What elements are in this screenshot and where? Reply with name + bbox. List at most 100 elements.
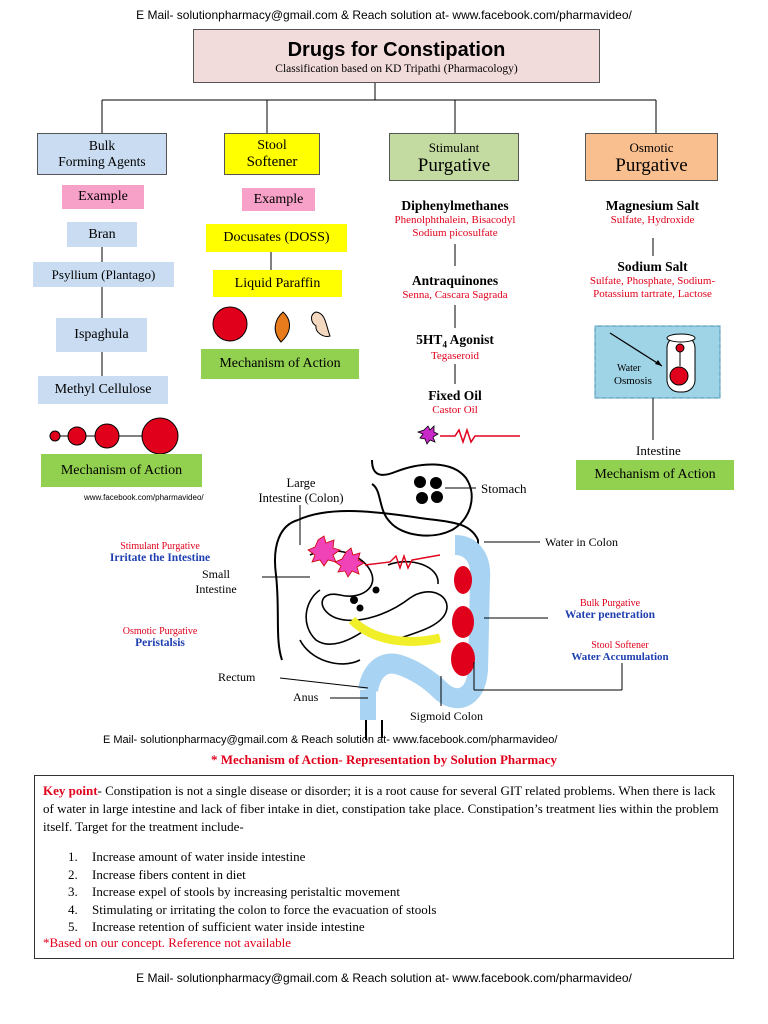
bulk-annotation: Bulk Purgative Water penetration (540, 598, 680, 621)
list-item-text: Increase expel of stools by increasing p… (92, 884, 400, 899)
list-item: 2. Increase fibers content in diet (68, 866, 436, 884)
watermark-url: www.facebook.com/pharmavideo/ (84, 493, 204, 502)
osmotic-mechanism-button: Mechanism of Action (576, 460, 734, 490)
osmosis-water-label: Water (617, 363, 641, 374)
key-point-list: 1. Increase amount of water inside intest… (68, 848, 436, 936)
stimulant-group-detail: Sodium picosulfate (412, 227, 498, 239)
key-point-box: Key point- Constipation is not a single … (34, 775, 734, 959)
osmotic-annotation: Osmotic Purgative Peristalsis (80, 626, 240, 649)
anus-label: Anus (293, 690, 319, 704)
list-item-text: Increase fibers content in diet (92, 866, 246, 882)
page-subtitle: Classification based on KD Tripathi (Pha… (275, 63, 518, 75)
stimulant-5ht-main: 5HT (416, 332, 443, 347)
stool-mechanism-button: Mechanism of Action (201, 349, 359, 379)
list-item: 1. Increase amount of water inside intest… (68, 848, 436, 866)
stimulant-group-name: Antraquinones (411, 273, 499, 288)
title-box: Drugs for Constipation Classification ba… (193, 29, 600, 83)
tree-connectors (101, 83, 657, 384)
small-intestine-line1: Small (201, 567, 230, 581)
category-stool-line1: Stool (257, 138, 287, 153)
stool-item-liquid-paraffin: Liquid Paraffin (213, 270, 342, 297)
moa-caption: * Mechanism of Action- Representation by… (210, 752, 558, 767)
stimulant-5ht-sub: 4 (442, 339, 447, 350)
anatomy-leaders (262, 487, 623, 706)
category-osmotic-line2: Purgative (615, 155, 688, 176)
stimulant-group-name: Diphenylmethanes (401, 198, 509, 213)
bulk-fiber-circles (49, 417, 179, 455)
stimulant-annotation-desc: Irritate the Intestine (109, 552, 211, 564)
stool-example-label: Example (242, 188, 315, 211)
list-item-number: 1. (68, 849, 78, 864)
category-stimulant-line1: Stimulant (428, 140, 480, 155)
footer-email-line: E Mail- solutionpharmacy@gmail.com & Rea… (136, 971, 632, 985)
category-bulk-forming: Bulk Forming Agents (37, 133, 167, 175)
list-item: 4. Stimulating or irritating the colon to… (68, 901, 436, 919)
stimulant-annotation: Stimulant Purgative Irritate the Intesti… (80, 541, 240, 564)
bulk-item-methyl-cellulose: Methyl Cellulose (38, 376, 168, 404)
key-point-paragraph: Key point- Constipation is not a single … (43, 782, 727, 836)
page-title: Drugs for Constipation (287, 39, 506, 61)
list-item-text: Increase retention of sufficient water i… (92, 919, 365, 934)
osmotic-group-detail: Sulfate, Hydroxide (610, 214, 695, 226)
large-intestine-line2: Intestine (Colon) (258, 491, 344, 505)
osmosis-label: Osmosis (614, 375, 652, 387)
list-item-number: 2. (68, 866, 78, 882)
stimulant-group-name: 5HT4 Agonist (360, 332, 550, 350)
stimulant-group-detail: Castor Oil (432, 404, 478, 416)
stimulant-group-detail: Tegaseroid (430, 349, 480, 362)
anatomy-drawing (274, 459, 491, 740)
bulk-item-bran: Bran (67, 222, 137, 247)
category-osmotic-purgative: Osmotic Purgative (585, 133, 718, 181)
stimulant-group-antraquinones: Antraquinones Senna, Cascara Sagrada (360, 273, 550, 302)
osmotic-group-detail: Sulfate, Phosphate, Sodium- (589, 275, 716, 287)
stimulant-annotation-title: Stimulant Purgative (120, 541, 200, 552)
anatomy-email-line: E Mail- solutionpharmacy@gmail.com & Rea… (103, 734, 558, 746)
softener-annotation-title: Stool Softener (591, 640, 649, 651)
small-intestine-line2: Intestine (195, 582, 237, 596)
stomach-label: Stomach (481, 481, 527, 496)
header-email-line: E Mail- solutionpharmacy@gmail.com & Rea… (136, 8, 632, 22)
key-point-label: Key point (43, 783, 98, 798)
bulk-item-psyllium: Psyllium (Plantago) (33, 262, 174, 287)
category-osmotic-line1: Osmotic (629, 140, 674, 155)
osmotic-group-detail: Potassium tartrate, Lactose (593, 288, 712, 300)
bulk-annotation-title: Bulk Purgative (579, 598, 641, 609)
osmosis-picture (594, 325, 721, 440)
osmotic-annotation-title: Osmotic Purgative (122, 626, 198, 637)
stimulant-group-fixed-oil: Fixed Oil Castor Oil (360, 388, 550, 417)
stool-item-docusates: Docusates (DOSS) (206, 224, 347, 252)
stimulant-group-detail: Phenolphthalein, Bisacodyl (394, 214, 516, 226)
bulk-example-label: Example (62, 185, 144, 209)
category-stimulant-line2: Purgative (417, 155, 491, 176)
category-stimulant-purgative: Stimulant Purgative (389, 133, 519, 181)
category-stool-line2: Softener (246, 154, 298, 170)
rectum-label: Rectum (218, 670, 256, 684)
stimulant-group-name: Fixed Oil (428, 388, 482, 403)
list-item-text: Stimulating or irritating the colon to f… (92, 901, 437, 917)
large-intestine-line1: Large (286, 476, 316, 490)
osmotic-group-name: Sodium Salt (617, 259, 688, 274)
category-bulk-line1: Bulk (88, 138, 116, 153)
list-item-text: Increase amount of water inside intestin… (92, 849, 306, 864)
category-bulk-line2: Forming Agents (58, 154, 146, 169)
osmotic-group-magnesium: Magnesium Salt Sulfate, Hydroxide (560, 198, 745, 227)
stimulant-group-diphenylmethanes: Diphenylmethanes Phenolphthalein, Bisaco… (360, 198, 550, 240)
list-item: 5.Increase retention of sufficient water… (68, 918, 436, 936)
list-item-number: 3. (68, 884, 78, 899)
small-intestine-label: Small Intestine (176, 567, 256, 597)
large-intestine-label: Large Intestine (Colon) (236, 476, 366, 506)
list-item: 3. Increase expel of stools by increasing… (68, 883, 436, 901)
osmotic-group-sodium: Sodium Salt Sulfate, Phosphate, Sodium- … (560, 259, 745, 301)
bulk-item-ispaghula: Ispaghula (56, 318, 147, 352)
bulk-annotation-desc: Water penetration (564, 609, 656, 621)
list-item-number: 4. (68, 901, 78, 917)
key-point-text: - Constipation is not a single disease o… (43, 783, 719, 834)
sigmoid-colon-label: Sigmoid Colon (410, 709, 484, 723)
stool-softener-shapes (212, 306, 331, 343)
anatomy-markers (307, 476, 475, 676)
osmotic-intestine-label: Intestine (636, 443, 681, 458)
stimulant-group-5ht4: 5HT4 Agonist Tegaseroid (360, 332, 550, 363)
stimulant-5ht-tail: Agonist (446, 332, 494, 347)
water-in-colon-label: Water in Colon (545, 535, 619, 549)
